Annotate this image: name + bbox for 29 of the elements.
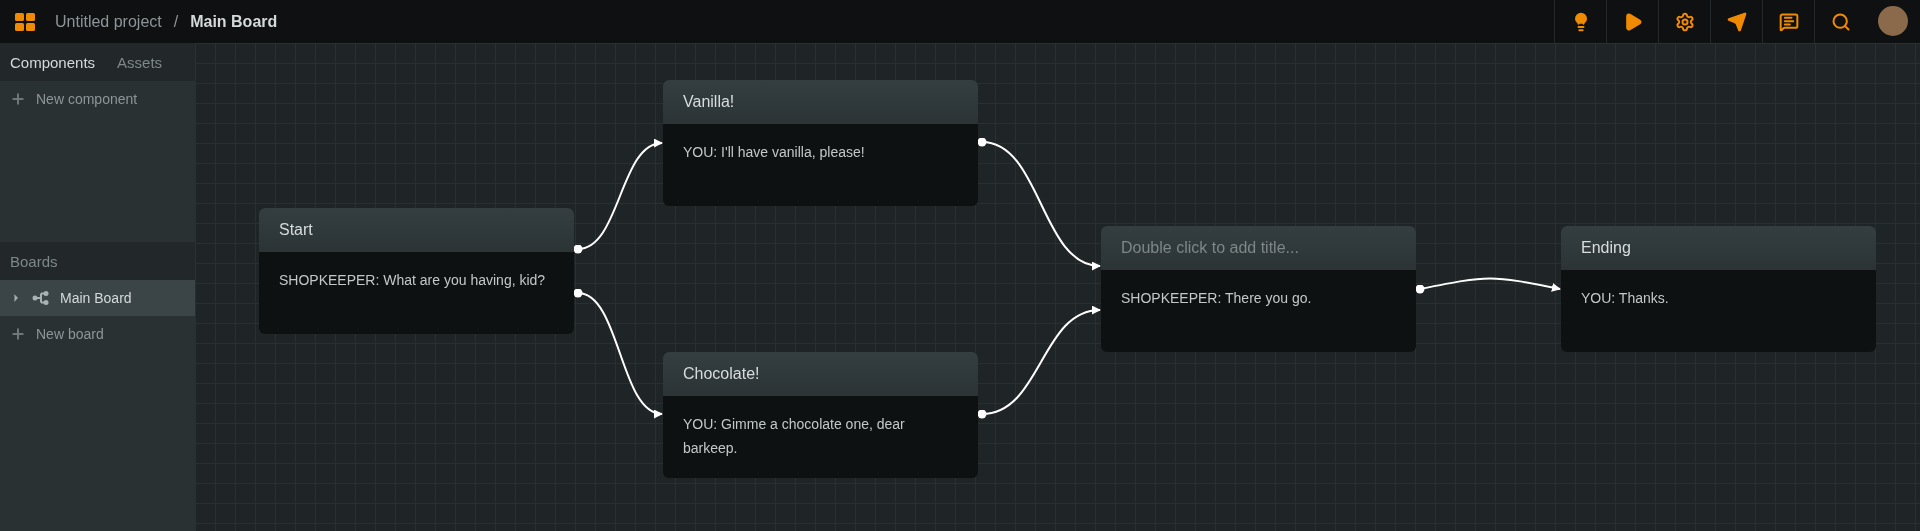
assets-tab: Assets <box>117 53 163 71</box>
board-name: Main Board <box>190 12 278 31</box>
dialogue-text: SHOPKEEPER: What are you having, kid? <box>278 271 547 290</box>
components-tab: Components <box>10 53 96 71</box>
connector-arrow <box>573 140 663 254</box>
connector-arrow <box>573 288 663 417</box>
project-name: Untitled project <box>55 12 162 31</box>
new-component-button: New component <box>0 81 195 117</box>
breadcrumb-separator: / <box>173 12 179 31</box>
connector-arrow <box>977 137 1101 269</box>
card-title: Vanilla! <box>663 80 978 124</box>
connector-arrow <box>977 306 1101 419</box>
connector-arrow <box>1415 277 1561 294</box>
title-input-field: Double click to add title... <box>1101 226 1416 270</box>
card-title: Ending <box>1561 226 1876 270</box>
card-title: Start <box>259 208 574 252</box>
new-board-button: New board <box>0 316 195 352</box>
dialogue-card <box>259 208 574 334</box>
dialogue-card <box>1101 226 1416 352</box>
card-title: Chocolate! <box>663 352 978 396</box>
dialogue-text: YOU: I'll have vanilla, please! <box>682 143 866 162</box>
dialogue-text: SHOPKEEPER: There you go. <box>1120 289 1313 308</box>
dialogue-card <box>663 80 978 206</box>
dialogue-card <box>663 352 978 478</box>
dialogue-card <box>1561 226 1876 352</box>
section-heading: Boards <box>0 242 195 280</box>
dialogue-text: YOU: Gimme a chocolate one, dear barkeep. <box>682 415 906 458</box>
dialogue-text: YOU: Thanks. <box>1580 289 1670 308</box>
board-list-item: Main Board <box>0 280 195 316</box>
